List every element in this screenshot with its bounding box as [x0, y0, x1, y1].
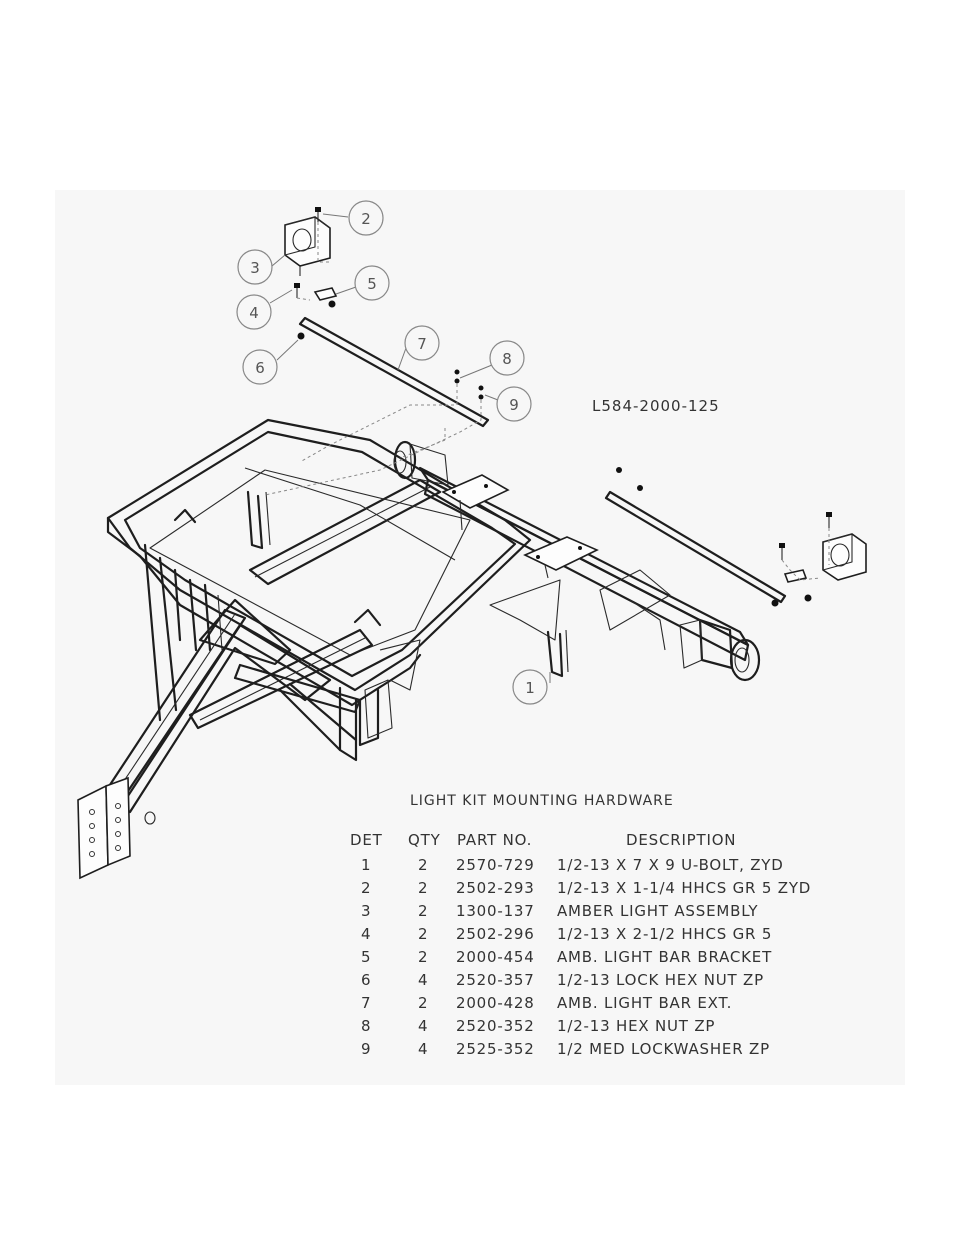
- row-part-no: 2502-293: [456, 879, 535, 897]
- row-part-no: 2520-357: [456, 971, 535, 989]
- row-det: 6: [361, 971, 372, 989]
- nut-washer-stack-left: [454, 369, 484, 400]
- bolt-hhcs-top: [315, 207, 321, 222]
- row-qty: 4: [418, 971, 429, 989]
- svg-text:5: 5: [367, 275, 377, 293]
- row-part-no: 2502-296: [456, 925, 535, 943]
- balloon-7: 7: [404, 325, 440, 361]
- light-bar-ext-left: [298, 316, 490, 428]
- row-description: AMB. LIGHT BAR EXT.: [557, 994, 733, 1012]
- row-description: AMBER LIGHT ASSEMBLY: [557, 902, 759, 920]
- row-det: 9: [361, 1040, 372, 1058]
- parts-table-title: LIGHT KIT MOUNTING HARDWARE: [410, 793, 674, 809]
- row-qty: 2: [418, 856, 429, 874]
- axle-assembly: [379, 440, 761, 691]
- bolt-hhcs-left: [294, 283, 300, 298]
- row-det: 7: [361, 994, 372, 1012]
- row-description: 1/2-13 X 2-1/2 HHCS GR 5: [557, 925, 773, 943]
- svg-text:1: 1: [525, 679, 535, 697]
- row-part-no: 2525-352: [456, 1040, 535, 1058]
- row-description: 1/2 MED LOCKWASHER ZP: [557, 1040, 770, 1058]
- balloon-4: 4: [236, 294, 272, 330]
- drawing-number: L584-2000-125: [592, 397, 720, 415]
- drawing-sheet: [55, 190, 905, 1085]
- u-bolt-right: [546, 629, 569, 678]
- bolts-right: [779, 512, 832, 560]
- row-description: 1/2-13 X 7 X 9 U-BOLT, ZYD: [557, 856, 784, 874]
- row-description: 1/2-13 X 1-1/4 HHCS GR 5 ZYD: [557, 879, 812, 897]
- row-part-no: 2000-428: [456, 994, 535, 1012]
- assembly-dashes-left: [264, 222, 482, 496]
- svg-text:7: 7: [417, 335, 427, 353]
- svg-text:2: 2: [361, 210, 371, 228]
- row-det: 5: [361, 948, 372, 966]
- row-qty: 2: [418, 948, 429, 966]
- row-qty: 2: [418, 994, 429, 1012]
- svg-text:3: 3: [250, 259, 260, 277]
- light-bar-bracket-left: [313, 287, 338, 301]
- row-description: 1/2-13 LOCK HEX NUT ZP: [557, 971, 764, 989]
- nut-left-a: [328, 300, 336, 308]
- row-det: 4: [361, 925, 372, 943]
- row-det: 8: [361, 1017, 372, 1035]
- row-qty: 2: [418, 879, 429, 897]
- hitch-holes: [89, 803, 121, 857]
- header-part-no: PART NO.: [457, 831, 533, 849]
- svg-text:9: 9: [509, 396, 519, 414]
- row-det: 1: [361, 856, 372, 874]
- nut-right-b: [771, 599, 779, 607]
- light-bar-ext-right: [604, 490, 787, 604]
- row-part-no: 1300-137: [456, 902, 535, 920]
- row-qty: 4: [418, 1040, 429, 1058]
- u-bolt-left: [246, 490, 271, 550]
- balloon-3: 3: [237, 249, 273, 285]
- row-det: 2: [361, 879, 372, 897]
- nut-left-b: [297, 332, 305, 340]
- row-part-no: 2520-352: [456, 1017, 535, 1035]
- trailer-frame: [77, 418, 532, 880]
- assembly-dashes-right: [781, 528, 830, 581]
- row-description: AMB. LIGHT BAR BRACKET: [557, 948, 773, 966]
- balloon-9: 9: [496, 386, 532, 422]
- header-det: DET: [350, 831, 383, 849]
- nut-right-a: [804, 594, 812, 602]
- svg-text:8: 8: [502, 350, 512, 368]
- balloon-2: 2: [348, 200, 384, 236]
- balloon-8: 8: [489, 340, 525, 376]
- svg-text:6: 6: [255, 359, 265, 377]
- amber-light-left: [284, 216, 331, 276]
- row-description: 1/2-13 HEX NUT ZP: [557, 1017, 716, 1035]
- row-qty: 2: [418, 925, 429, 943]
- row-qty: 2: [418, 902, 429, 920]
- nuts-right-front: [616, 467, 643, 491]
- header-description: DESCRIPTION: [626, 831, 737, 849]
- balloon-5: 5: [354, 265, 390, 301]
- row-qty: 4: [418, 1017, 429, 1035]
- row-det: 3: [361, 902, 372, 920]
- header-qty: QTY: [408, 831, 441, 849]
- balloon-1: 1: [512, 669, 548, 705]
- row-part-no: 2000-454: [456, 948, 535, 966]
- row-part-no: 2570-729: [456, 856, 535, 874]
- balloon-6: 6: [242, 349, 278, 385]
- svg-text:4: 4: [249, 304, 259, 322]
- amber-light-right: [822, 533, 867, 581]
- balloon-group: 2 3 4 5 6 7 8 9 1: [236, 200, 551, 705]
